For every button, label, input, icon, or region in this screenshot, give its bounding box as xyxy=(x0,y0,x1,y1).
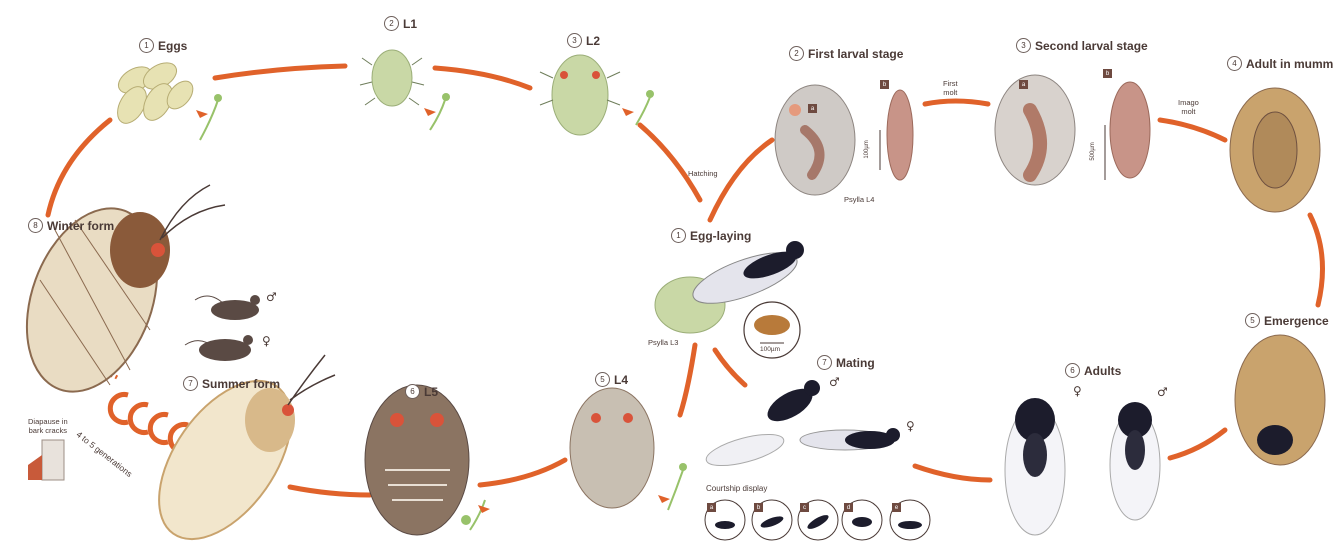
l4-nymph-illustration xyxy=(570,388,654,508)
eggs-illustration xyxy=(112,57,198,128)
first-larval-scale-label: 100µm xyxy=(864,140,871,158)
psylla-l3-label: Psylla L3 xyxy=(648,339,678,348)
first-molt-label: First molt xyxy=(943,80,958,97)
diapause-label: Diapause in bark cracks xyxy=(28,418,68,435)
female-symbol-silhouette: ♀ xyxy=(262,334,271,348)
courtship-tag-a: a xyxy=(707,503,716,512)
second-larval-tag-a: a xyxy=(1019,80,1028,89)
plant-sprig-l1 xyxy=(424,93,450,130)
plant-sprig-eggs xyxy=(196,94,222,140)
adult-wasps-illustration xyxy=(1005,398,1160,535)
first-larval-tag-b: b xyxy=(880,80,889,89)
courtship-tag-c: c xyxy=(800,503,809,512)
arrow-winter-to-eggs xyxy=(48,120,110,215)
male-symbol-adults: ♂ xyxy=(1157,385,1168,399)
psylla-l4-label: Psylla L4 xyxy=(844,196,874,205)
first-larval-stage-illustration xyxy=(775,85,913,195)
second-larval-tag-b: b xyxy=(1103,69,1112,78)
plant-sprig-l2 xyxy=(622,90,654,125)
l2-nymph-illustration xyxy=(540,55,620,135)
plant-sprig-l5 xyxy=(461,500,490,530)
arrow-eggs-to-l1 xyxy=(215,66,345,78)
arrow-imago-molt xyxy=(1160,120,1225,140)
courtship-tag-e: e xyxy=(892,503,901,512)
egg-scale-label: 100µm xyxy=(760,346,780,353)
courtship-tag-d: d xyxy=(844,503,853,512)
psylla-silhouettes xyxy=(185,295,260,361)
emergence-illustration xyxy=(1235,335,1325,465)
arrow-hatching xyxy=(710,140,772,220)
arrow-to-adults xyxy=(1170,430,1225,458)
arrow-egg-laying-to-l4 xyxy=(680,345,695,415)
courtship-tag-b: b xyxy=(754,503,763,512)
plant-sprig-l4 xyxy=(658,463,687,510)
arrow-l2-to-egg-laying xyxy=(640,125,700,200)
mating-wasps-illustration xyxy=(703,380,900,472)
second-larval-stage-illustration xyxy=(995,75,1150,185)
arrow-l4-to-l5 xyxy=(480,460,565,485)
l1-nymph-illustration xyxy=(360,50,424,106)
arrow-to-emergence xyxy=(1310,215,1323,305)
male-symbol-silhouette: ♂ xyxy=(266,290,277,304)
arrow-l1-to-l2 xyxy=(435,68,530,88)
arrow-l5-to-summer xyxy=(290,487,370,495)
arrow-mating-to-egg-laying xyxy=(715,350,745,385)
arrow-to-mating xyxy=(915,466,990,480)
courtship-display-label: Courtship display xyxy=(706,484,767,493)
imago-molt-label: Imago molt xyxy=(1178,99,1199,116)
female-symbol-mating: ♀ xyxy=(906,419,915,433)
female-symbol-adults: ♀ xyxy=(1073,384,1082,398)
first-larval-tag-a: a xyxy=(808,104,817,113)
l5-nymph-illustration xyxy=(365,385,469,535)
hatching-label: Hatching xyxy=(688,170,718,179)
arrow-first-molt xyxy=(925,101,988,104)
male-symbol-mating: ♂ xyxy=(829,375,840,389)
adult-in-mummy-illustration xyxy=(1230,88,1320,212)
second-larval-scale-label: 500µm xyxy=(1090,142,1097,160)
bark-illustration xyxy=(28,440,64,480)
